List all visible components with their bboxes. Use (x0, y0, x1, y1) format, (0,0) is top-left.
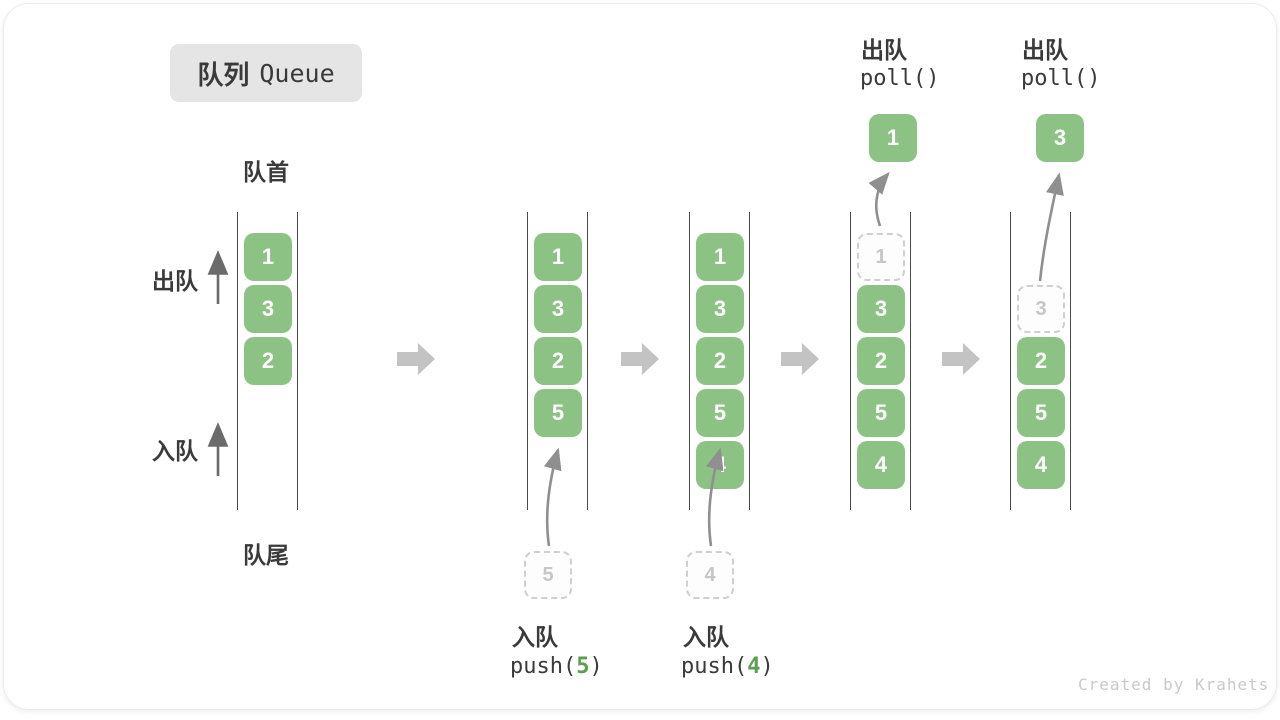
push5-code-post: ) (589, 654, 603, 679)
outgoing-value-box-3: 3 (1036, 114, 1084, 162)
queue2-item: 3 (534, 285, 582, 333)
queue1-item: 3 (244, 285, 292, 333)
queue-channel-1 (237, 212, 298, 510)
queue2-item: 1 (534, 233, 582, 281)
poll3-op-label: 出队 (1022, 37, 1068, 63)
queue3-item: 3 (696, 285, 744, 333)
queue5-ghost-item: 3 (1017, 285, 1065, 333)
queue4-item: 3 (857, 285, 905, 333)
queue5-item: 5 (1017, 389, 1065, 437)
queue-channel-4 (850, 212, 911, 510)
queue2-item: 5 (534, 389, 582, 437)
queue3-item: 5 (696, 389, 744, 437)
title-zh: 队列 (197, 59, 250, 90)
push4-code-post: ) (760, 654, 774, 679)
poll3-op-code: poll() (1021, 66, 1101, 91)
queue-channel-5 (1010, 212, 1071, 510)
incoming-value-box-4: 4 (686, 551, 734, 599)
watermark: Created by Krahets (1078, 675, 1270, 694)
queue3-item: 4 (696, 441, 744, 489)
queue4-item: 5 (857, 389, 905, 437)
outgoing-value-box-1: 1 (869, 114, 917, 162)
queue4-ghost-item: 1 (857, 233, 905, 281)
push5-op-label: 入队 (512, 624, 558, 650)
title-badge: 队列 Queue (170, 44, 362, 102)
queue1-item: 1 (244, 233, 292, 281)
queue4-item: 2 (857, 337, 905, 385)
queue3-item: 1 (696, 233, 744, 281)
push5-code-pre: push( (510, 654, 577, 679)
push4-op-label: 入队 (683, 624, 729, 650)
poll1-op-label: 出队 (861, 37, 907, 63)
label-queue-front: 队首 (243, 159, 289, 185)
push4-code-pre: push( (681, 654, 748, 679)
queue5-item: 2 (1017, 337, 1065, 385)
push4-code-arg: 4 (747, 654, 761, 679)
push4-op-code: push(4) (681, 654, 774, 679)
queue4-item: 4 (857, 441, 905, 489)
queue-channel-2 (527, 212, 588, 510)
push5-code-arg: 5 (576, 654, 590, 679)
queue-channel-3 (689, 212, 750, 510)
queue2-item: 2 (534, 337, 582, 385)
queue3-item: 2 (696, 337, 744, 385)
label-enqueue-side: 入队 (152, 438, 198, 464)
incoming-value-box-5: 5 (524, 551, 572, 599)
push5-op-code: push(5) (510, 654, 603, 679)
label-dequeue-side: 出队 (152, 268, 198, 294)
poll1-op-code: poll() (860, 66, 940, 91)
queue5-item: 4 (1017, 441, 1065, 489)
label-queue-rear: 队尾 (243, 542, 289, 568)
queue1-item: 2 (244, 337, 292, 385)
title-en: Queue (259, 58, 335, 88)
